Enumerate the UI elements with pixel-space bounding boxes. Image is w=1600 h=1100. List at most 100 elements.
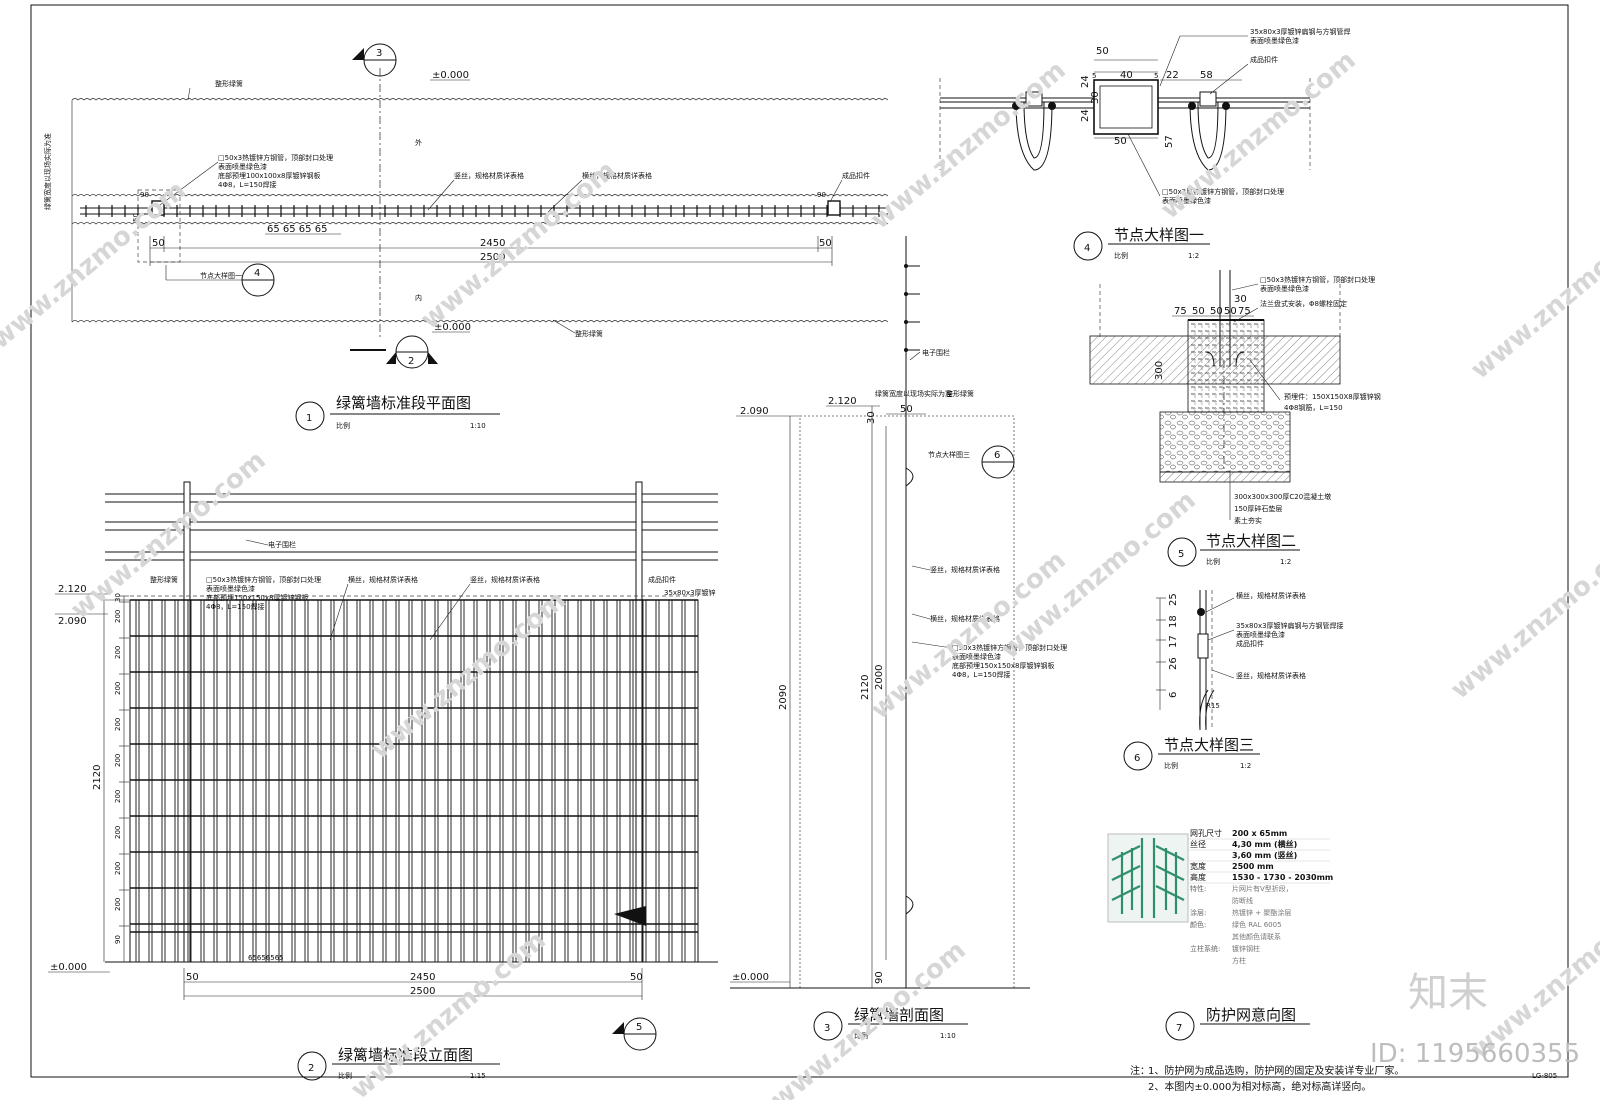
elev-dim-label: 200 — [114, 790, 122, 803]
fig4-detail-1: 50 5 40 5 22 58 24 30 24 50 57 35x80x3厚镀… — [939, 27, 1351, 261]
fig6-title-block: 6 节点大样图三 比例 1:2 — [1123, 736, 1260, 771]
svg-text:比例: 比例 — [1114, 251, 1128, 260]
spec-value: 热镀锌 + 聚酯涂层 — [1232, 908, 1291, 917]
elev-clip-label: 成品扣件 — [648, 575, 676, 584]
section-marker-3: 3 — [352, 43, 397, 77]
detail2-dim: 50 — [1224, 306, 1237, 317]
fig4-title: 节点大样图一 — [1114, 226, 1204, 244]
svg-text:2.120: 2.120 — [58, 584, 87, 595]
svg-text:2: 2 — [408, 356, 414, 367]
elev-hwire-label: 横丝，规格材质详表格 — [348, 575, 418, 584]
elevation-electric-wires — [105, 493, 718, 561]
svg-text:表面喷墨绿色漆: 表面喷墨绿色漆 — [1260, 284, 1309, 293]
detail1-clip-label: 成品扣件 — [1250, 55, 1278, 64]
fig6-title: 节点大样图三 — [1164, 736, 1254, 754]
detail3-dim: 6 — [1168, 692, 1179, 698]
detail2-bolt-label: 法兰盘式安装，Φ8螺栓固定 — [1260, 299, 1347, 308]
sec-width-label: 绿篱宽度以现场实际为准 — [875, 389, 952, 398]
svg-text:5: 5 — [1154, 72, 1158, 80]
svg-text:底部预埋100x100x8厚镀锌钢板: 底部预埋100x100x8厚镀锌钢板 — [218, 171, 320, 180]
spec-value: 4,30 mm (横丝) — [1232, 839, 1297, 849]
svg-text:24: 24 — [1080, 109, 1091, 122]
sheet-border — [30, 4, 1569, 1078]
spec-value: 镀锌钢柱 — [1232, 944, 1260, 953]
svg-text:2450: 2450 — [480, 238, 505, 249]
svg-text:底部预埋150x150x8厚镀锌钢板: 底部预埋150x150x8厚镀锌钢板 — [206, 593, 308, 602]
svg-text:比例: 比例 — [336, 421, 350, 430]
sec-wire-label: 电子围栏 — [922, 348, 950, 357]
svg-text:90: 90 — [874, 971, 885, 984]
svg-text:40: 40 — [1120, 70, 1133, 81]
svg-text:1:2: 1:2 — [1188, 252, 1199, 260]
detail3-plate-label: 35x80x3厚镀锌扁钢与方钢管焊接 — [1236, 621, 1344, 630]
svg-text:4Φ8，L=150焊接: 4Φ8，L=150焊接 — [206, 602, 265, 611]
svg-text:4Φ8，L=150焊接: 4Φ8，L=150焊接 — [218, 180, 277, 189]
detail2-dim: 50 — [1210, 306, 1223, 317]
svg-text:7: 7 — [1176, 1023, 1182, 1034]
svg-text:2120: 2120 — [92, 765, 103, 790]
svg-text:2500: 2500 — [480, 252, 505, 263]
watermark-text: www.znzmo.com — [0, 175, 192, 355]
svg-text:58: 58 — [1200, 70, 1213, 81]
spec-value: 方柱 — [1232, 956, 1246, 965]
svg-text:R15: R15 — [1206, 702, 1220, 710]
plan-fence-strip — [80, 189, 888, 263]
detail1-clip-right — [1189, 101, 1227, 171]
notes: 注： 1、防护网为成品选购，防护网的固定及安装详专业厂家。 2、本图内±0.00… — [1130, 1064, 1404, 1093]
svg-text:±0.000: ±0.000 — [732, 972, 769, 983]
svg-text:1: 1 — [306, 413, 312, 424]
svg-text:±0.000: ±0.000 — [50, 962, 87, 973]
section-levels: 2.090 2.120 ±0.000 — [730, 396, 880, 983]
detail2-dim: 75 — [1174, 306, 1187, 317]
fig3-title: 绿篱墙剖面图 — [854, 1006, 944, 1024]
svg-text:比例: 比例 — [1206, 557, 1220, 566]
plan-side-label: 绿篱宽度以现场实际为准 — [43, 133, 52, 210]
spec-key: 涂层: — [1190, 908, 1206, 917]
elev-dim-label: 90 — [114, 935, 122, 944]
svg-text:24: 24 — [1080, 75, 1091, 88]
detail3-vwire-label: 竖丝，规格材质详表格 — [1236, 671, 1306, 680]
svg-text:50: 50 — [186, 972, 199, 983]
fig3-title-block: 3 绿篱墙剖面图 比例 1:10 — [813, 1006, 968, 1041]
spec-value: 3,60 mm (竖丝) — [1232, 850, 1297, 860]
svg-text:1:10: 1:10 — [940, 1032, 956, 1040]
spec-key: 特性: — [1190, 884, 1206, 893]
fig5-title-block: 5 节点大样图二 比例 1:2 — [1167, 532, 1300, 567]
svg-text:5: 5 — [636, 1022, 642, 1033]
svg-text:2.120: 2.120 — [828, 396, 857, 407]
elev-wire-label: 电子围栏 — [268, 540, 296, 549]
svg-text:注：: 注： — [1130, 1064, 1150, 1077]
svg-text:表面喷墨绿色漆: 表面喷墨绿色漆 — [206, 584, 255, 593]
plan-hedge-top-label: 整形绿篱 — [215, 79, 243, 88]
product-photo — [1107, 833, 1189, 923]
detail2-soil-label: 素土夯实 — [1234, 516, 1262, 525]
detail2-gravel — [1159, 411, 1291, 473]
svg-text:表面喷墨绿色漆: 表面喷墨绿色漆 — [1250, 36, 1299, 45]
detail3-dim: 25 — [1168, 593, 1179, 606]
sec-post-label: □50x3热镀锌方钢管，顶部封口处理 — [952, 643, 1067, 652]
note-line-1: 1、防护网为成品选购，防护网的固定及安装详专业厂家。 — [1148, 1064, 1404, 1077]
svg-text:1:2: 1:2 — [1240, 762, 1251, 770]
elevation-levels: 2.120 2.090 ±0.000 — [48, 584, 110, 973]
svg-text:4Φ8，L=150焊接: 4Φ8，L=150焊接 — [952, 670, 1011, 679]
detail2-dim: 75 — [1238, 306, 1251, 317]
svg-text:1:10: 1:10 — [470, 422, 486, 430]
spec-value: 片网片有V型折段， — [1232, 884, 1293, 893]
elev-plate-label: 35x80x3厚镀锌 — [664, 588, 716, 597]
elevation-horizontal-dims: 50 50 2450 2500 — [183, 968, 643, 1000]
plan-hwire-label: 横丝，规格材质详表格 — [582, 171, 652, 180]
svg-text:3: 3 — [376, 48, 382, 59]
detail2-found-label: 300x300x300厚C20混凝土墩 — [1234, 492, 1331, 501]
svg-text:30: 30 — [866, 411, 877, 424]
svg-text:比例: 比例 — [1164, 761, 1178, 770]
elev-dim-label: 200 — [114, 646, 122, 659]
elev-dim-label: 200 — [114, 826, 122, 839]
fig1-plan: 绿篱宽度以现场实际为准 整形绿篱 整形绿篱 3 2 ±0.000 ±0.000 … — [43, 43, 889, 431]
fig5-title: 节点大样图二 — [1206, 532, 1296, 550]
detail1-square-tube — [1093, 79, 1159, 135]
spec-value: 1530 - 1730 - 2030mm — [1232, 873, 1333, 882]
